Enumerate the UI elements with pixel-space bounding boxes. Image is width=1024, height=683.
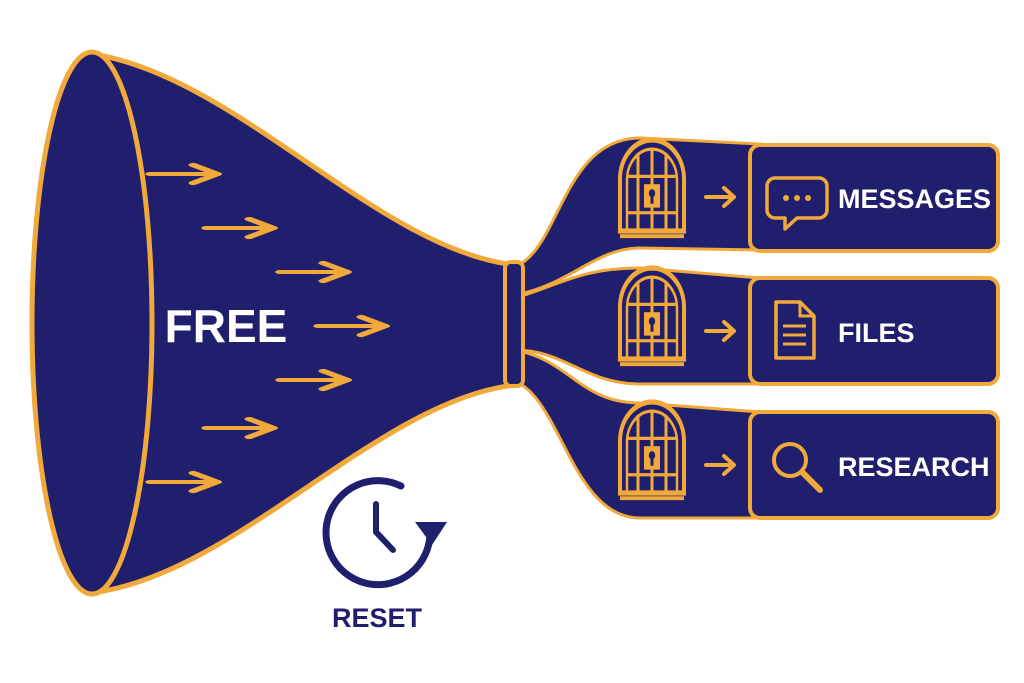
destination-messages: MESSAGES <box>748 143 1000 253</box>
magnifier-icon <box>772 442 823 493</box>
destination-label: MESSAGES <box>838 184 991 214</box>
funnel-mouth <box>29 49 155 597</box>
chat-bubble-icon <box>765 176 829 231</box>
funnel-label: FREE <box>165 300 288 352</box>
reset-label: RESET <box>332 603 423 633</box>
funnel-body <box>95 52 518 595</box>
destination-research: RESEARCH <box>748 410 1000 520</box>
destination-label: RESEARCH <box>838 452 990 482</box>
locked-gate-icon <box>620 402 684 498</box>
funnel-neck <box>503 260 525 388</box>
locked-gate-icon <box>620 140 684 236</box>
destination-label: FILES <box>838 318 915 348</box>
document-icon <box>774 300 816 360</box>
destination-files: FILES <box>748 276 1000 386</box>
locked-gate-icon <box>620 268 684 364</box>
clock-reset-icon <box>322 477 447 589</box>
